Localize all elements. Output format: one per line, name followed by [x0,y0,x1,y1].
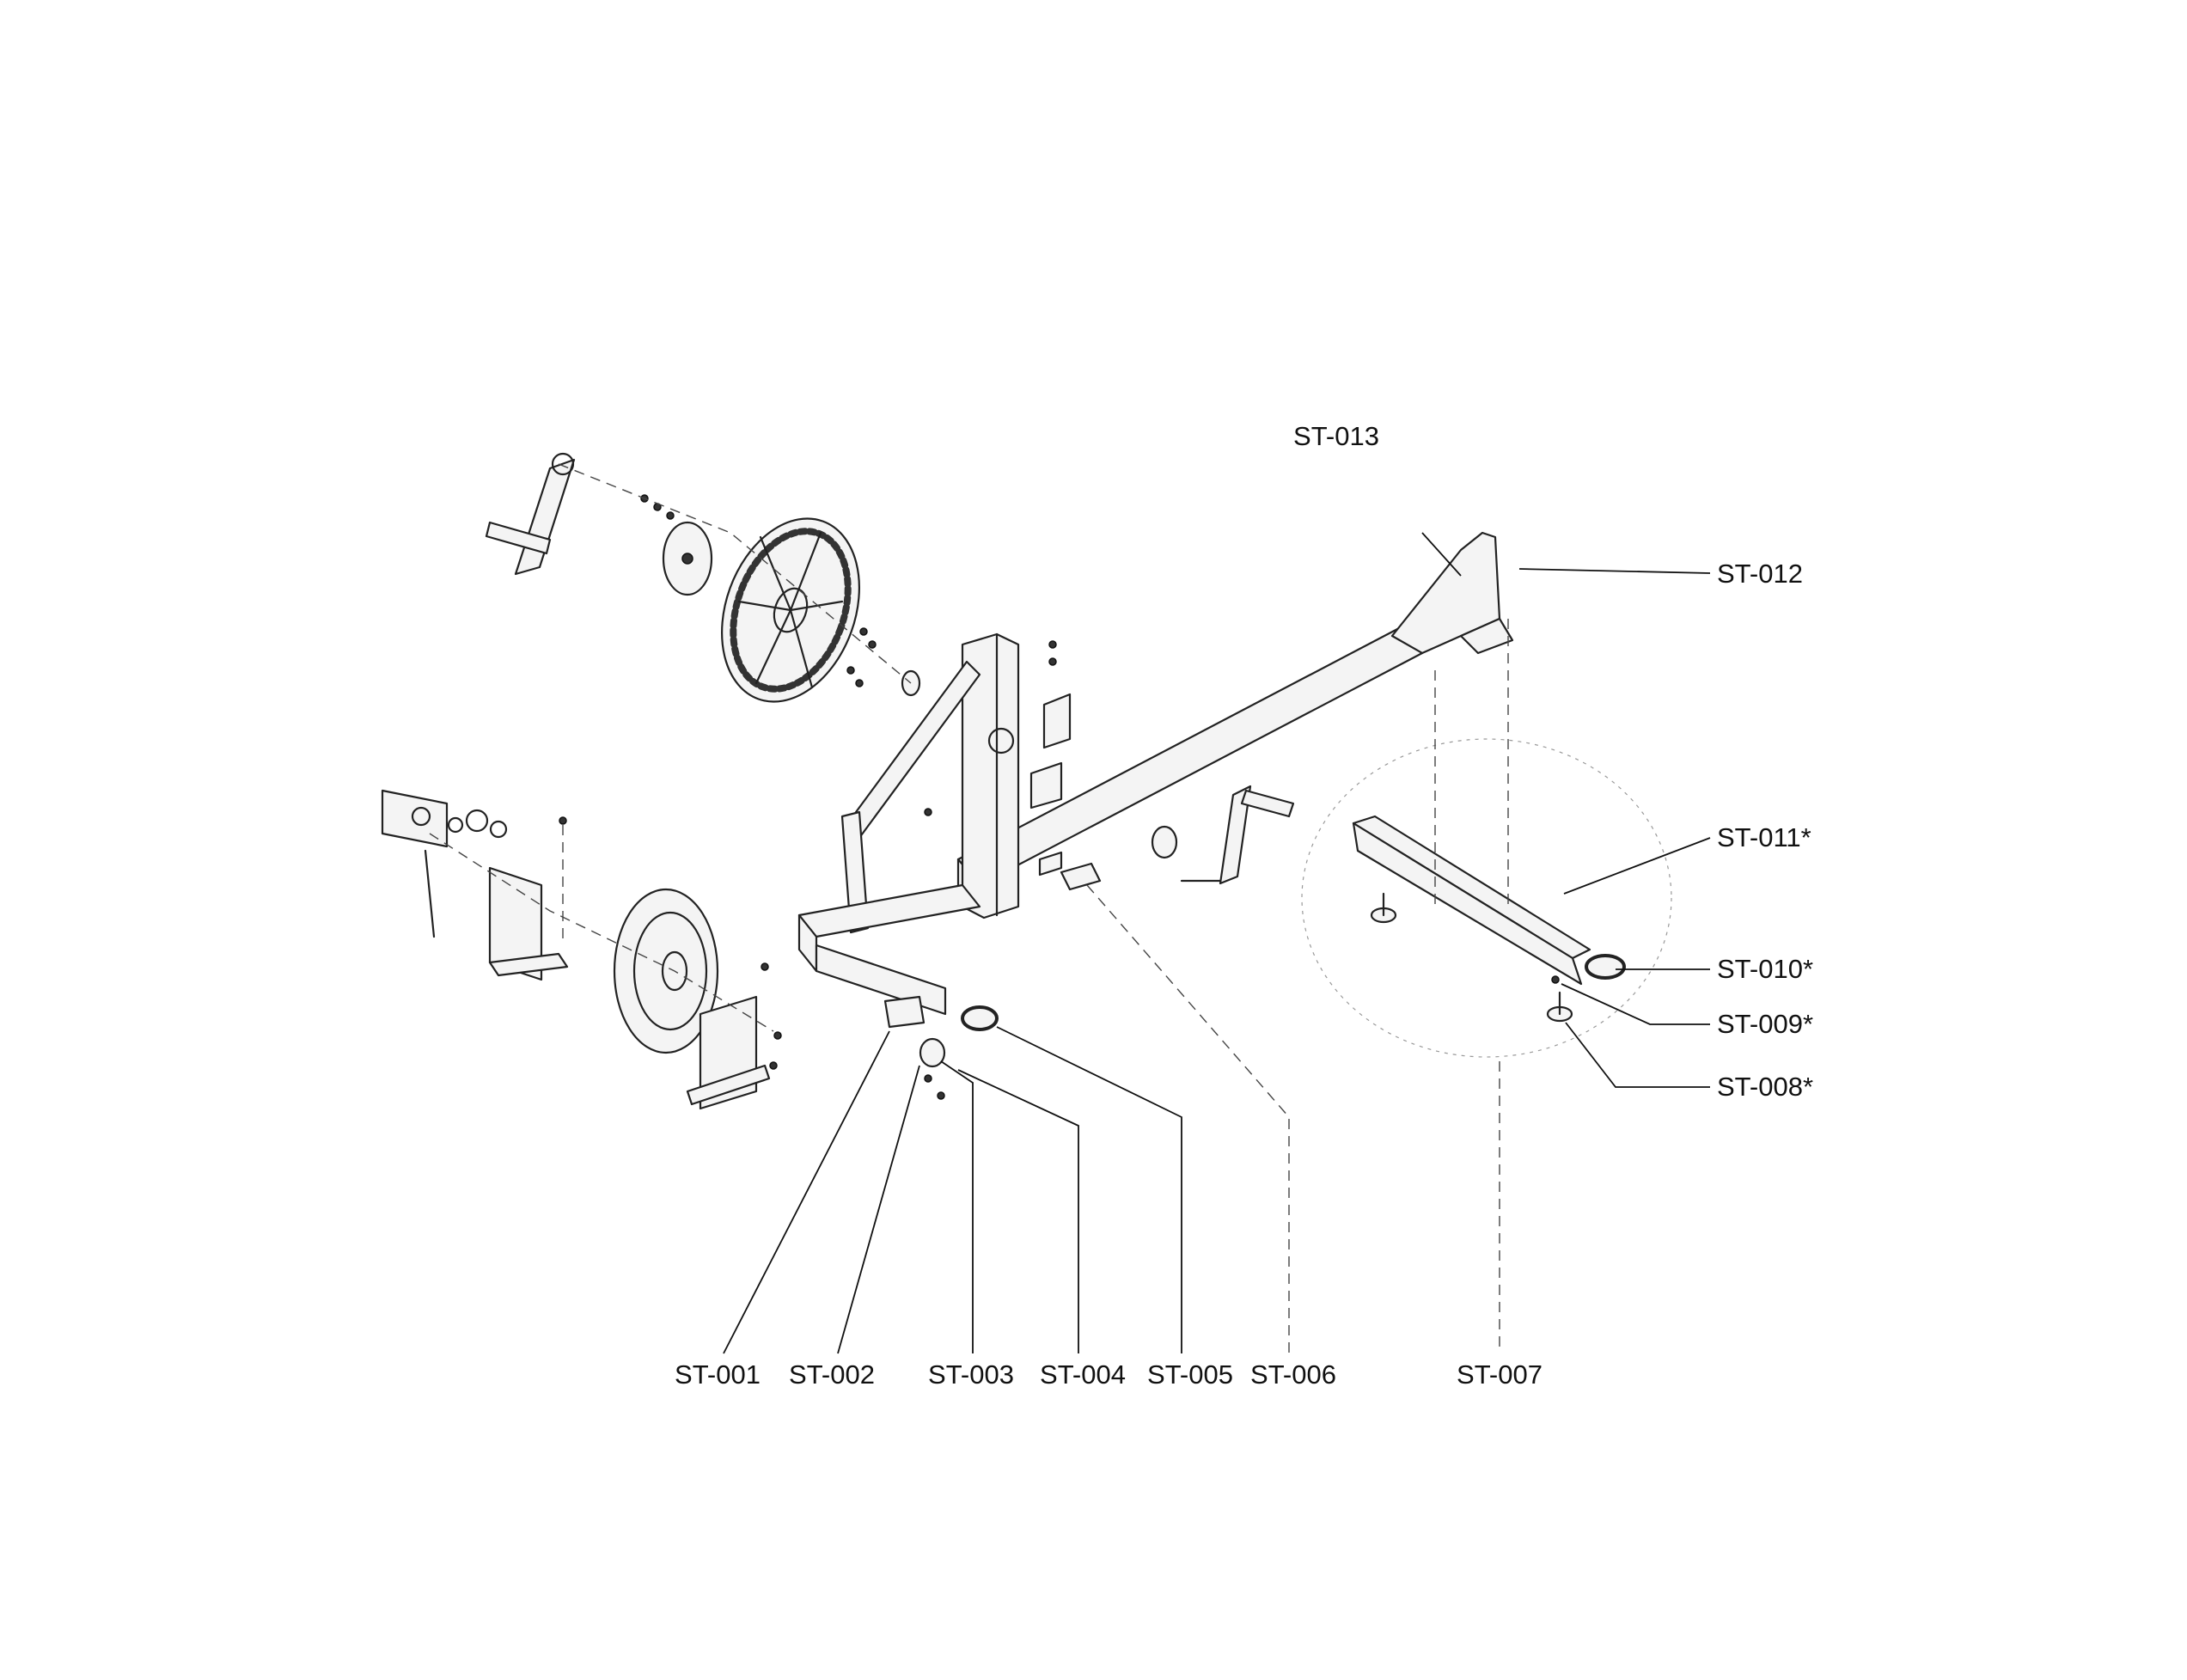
callout-st-005: ST-005 [1147,1359,1233,1390]
callout-st-006: ST-006 [1250,1359,1336,1390]
part-labels: ST-013 ST-012 ST-011* ST-010* ST-009* ST… [675,421,1813,1390]
rear-stabilizer [1301,619,1672,1058]
callout-st-003: ST-003 [928,1359,1014,1390]
callout-st-002: ST-002 [789,1359,875,1390]
callout-st-011: ST-011* [1717,822,1811,852]
crank-flywheel-assembly [485,452,921,703]
callout-st-008: ST-008* [1717,1072,1813,1102]
callout-st-010: ST-010* [1717,954,1813,984]
callout-st-001: ST-001 [675,1359,761,1390]
callout-st-007: ST-007 [1457,1359,1543,1390]
callout-st-009: ST-009* [1717,1009,1813,1039]
front-stabilizer-parts [883,995,999,1100]
main-frame [797,531,1514,1016]
callout-st-013: ST-013 [1293,421,1379,451]
callout-st-012: ST-012 [1717,559,1803,589]
callout-st-004: ST-004 [1040,1359,1126,1390]
leader-lines [723,532,1711,1354]
resistance-wheel-assembly [381,789,782,1110]
